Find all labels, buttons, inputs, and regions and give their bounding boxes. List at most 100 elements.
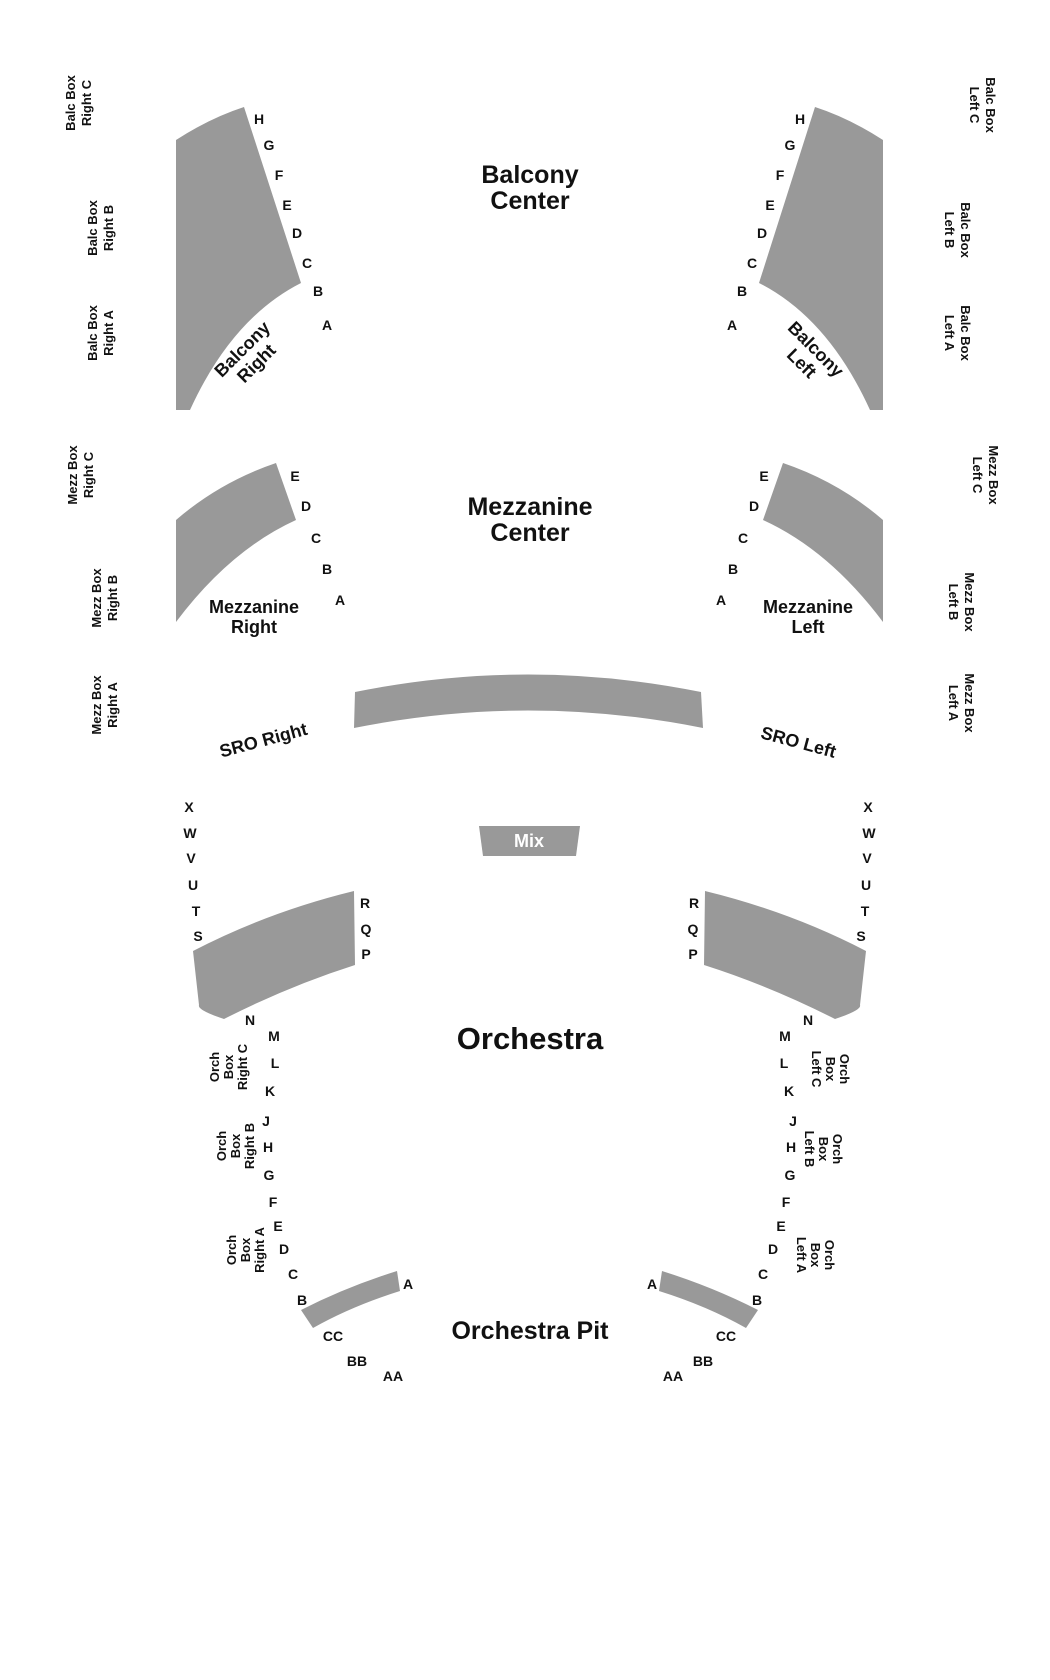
balc-box-left-b[interactable]: Balc Box Left B	[942, 202, 973, 258]
row-label: W	[183, 825, 197, 841]
box-label-line-3: Right C	[235, 1043, 250, 1090]
orchestra-side-rows-left: N M L K J H G F E D C B	[752, 1012, 813, 1308]
row-a-right: A	[403, 1276, 413, 1292]
row-label: E	[282, 197, 291, 213]
row-label: K	[784, 1083, 794, 1099]
balcony-right-section[interactable]	[176, 107, 301, 410]
orchestra-left-rear-section[interactable]	[704, 891, 866, 1019]
orch-box-right-c[interactable]: Orch Box Right C	[207, 1043, 250, 1090]
orchestra-rear-rows-right: X W V U T S	[183, 799, 202, 944]
row-label: E	[776, 1218, 785, 1234]
orchestra-front-left-section[interactable]	[659, 1271, 758, 1328]
box-label-line-2: Left C	[967, 87, 982, 124]
row-label: X	[184, 799, 194, 815]
row-label: A	[322, 317, 332, 333]
row-label: CC	[716, 1328, 736, 1344]
row-label: T	[861, 903, 870, 919]
row-label: E	[290, 468, 299, 484]
balc-box-right-b[interactable]: Balc Box Right B	[85, 199, 116, 255]
box-label-line-2: Right B	[101, 205, 116, 251]
sro-band-section[interactable]	[354, 674, 703, 729]
row-label: D	[279, 1241, 289, 1257]
balc-box-left-a[interactable]: Balc Box Left A	[942, 305, 973, 361]
row-label: AA	[663, 1368, 683, 1384]
box-label-line-1: Balc Box	[958, 202, 973, 258]
row-label: F	[275, 167, 284, 183]
row-label: A	[335, 592, 345, 608]
mezz-box-left-a[interactable]: Mezz Box Left A	[946, 673, 977, 733]
orchestra-label: Orchestra	[457, 1021, 604, 1056]
row-label: E	[273, 1218, 282, 1234]
balc-box-left-c[interactable]: Balc Box Left C	[967, 77, 998, 133]
orchestra-front-right-section[interactable]	[301, 1271, 400, 1328]
row-label: CC	[323, 1328, 343, 1344]
box-label-line-1: Orch	[837, 1054, 852, 1084]
box-label-line-1: Mezz Box	[962, 572, 977, 632]
mezzanine-left-label: Mezzanine Left	[763, 597, 853, 637]
mezzanine-center-label-line-1: Mezzanine	[467, 493, 592, 521]
row-label: L	[271, 1055, 280, 1071]
mix-section[interactable]	[479, 826, 580, 856]
orchestra-rqp-rows-left: R Q P	[688, 895, 700, 962]
row-label: S	[193, 928, 202, 944]
orchestra-right-rear-section[interactable]	[193, 891, 355, 1019]
box-label-line-1: Balc Box	[63, 74, 78, 130]
row-label: F	[269, 1194, 278, 1210]
row-label: J	[789, 1113, 797, 1129]
balcony-left-rows: H G F E D C B A	[727, 111, 805, 333]
row-label: A	[716, 592, 726, 608]
mezzanine-left-section[interactable]	[763, 463, 883, 622]
box-label-line-2: Box	[823, 1057, 838, 1082]
box-label-line-1: Balc Box	[983, 77, 998, 133]
box-label-line-1: Orch	[224, 1235, 239, 1265]
box-label-line-2: Left B	[942, 212, 957, 249]
orch-box-right-a[interactable]: Orch Box Right A	[224, 1227, 267, 1273]
orchestra-rear-rows-left: X W V U T S	[856, 799, 876, 944]
pit-rows-right: CC BB AA	[323, 1328, 403, 1384]
box-label-line-1: Mezz Box	[962, 673, 977, 733]
row-label: BB	[693, 1353, 713, 1369]
orch-box-left-b[interactable]: Orch Box Left B	[802, 1131, 845, 1168]
orch-box-right-b[interactable]: Orch Box Right B	[214, 1123, 257, 1169]
row-label: D	[768, 1241, 778, 1257]
row-label: E	[765, 197, 774, 213]
row-label: E	[759, 468, 768, 484]
mezzanine-left-rows: E D C B A	[716, 468, 769, 608]
orch-box-left-c[interactable]: Orch Box Left C	[809, 1051, 852, 1088]
box-label-line-1: Mezz Box	[986, 445, 1001, 505]
balcony-left-section[interactable]	[759, 107, 883, 410]
row-label: P	[688, 946, 697, 962]
mezz-box-left-c[interactable]: Mezz Box Left C	[970, 445, 1001, 505]
row-label: C	[758, 1266, 768, 1282]
mezz-box-right-a[interactable]: Mezz Box Right A	[89, 675, 120, 735]
box-label-line-3: Right B	[242, 1123, 257, 1169]
mezzanine-right-section[interactable]	[176, 463, 296, 622]
row-label: H	[786, 1139, 796, 1155]
mezz-box-right-c[interactable]: Mezz Box Right C	[65, 445, 96, 505]
row-label: N	[245, 1012, 255, 1028]
row-label: H	[263, 1139, 273, 1155]
box-label-line-2: Right C	[79, 79, 94, 126]
orch-box-left-a[interactable]: Orch Box Left A	[794, 1237, 837, 1274]
box-label-line-1: Mezz Box	[65, 445, 80, 505]
balc-box-right-a[interactable]: Balc Box Right A	[85, 304, 116, 360]
box-label-line-2: Right A	[101, 310, 116, 356]
row-a-left: A	[647, 1276, 657, 1292]
row-label: A	[727, 317, 737, 333]
sro-right-label: SRO Right	[217, 719, 309, 762]
box-label-line-2: Right C	[81, 451, 96, 498]
row-label: G	[785, 137, 796, 153]
row-label: R	[689, 895, 699, 911]
mezz-box-right-b[interactable]: Mezz Box Right B	[89, 568, 120, 628]
mezz-box-left-b[interactable]: Mezz Box Left B	[946, 572, 977, 632]
orchestra-side-rows-right: N M L K J H G F E D C B	[245, 1012, 307, 1308]
row-label: Q	[688, 921, 699, 937]
mezzanine-left-label-line-1: Mezzanine	[763, 597, 853, 617]
mezzanine-center-label-line-2: Center	[490, 519, 569, 547]
balc-box-right-c[interactable]: Balc Box Right C	[63, 74, 94, 130]
mezzanine-right-label-line-2: Right	[231, 617, 277, 637]
box-label-line-2: Left A	[946, 685, 961, 722]
row-label: F	[782, 1194, 791, 1210]
row-label: L	[780, 1055, 789, 1071]
